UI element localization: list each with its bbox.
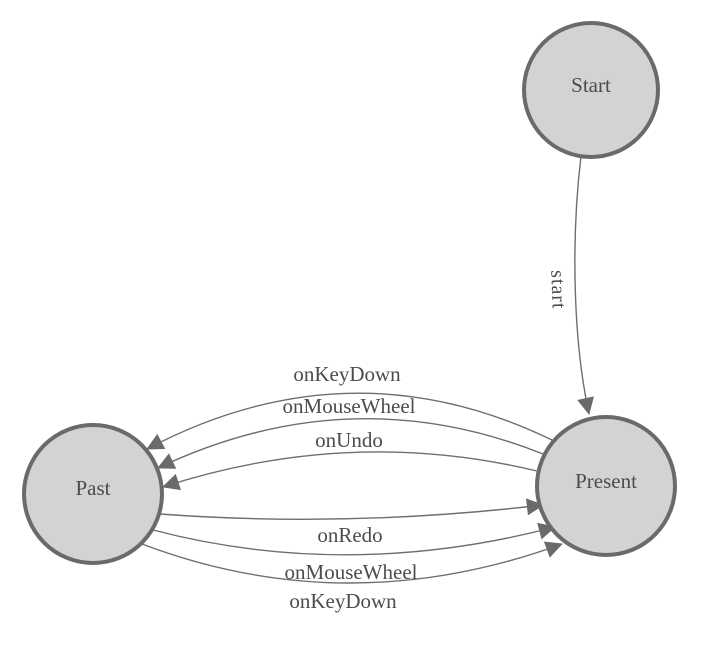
edge-label-onmousewheel-upper: onMouseWheel [283,394,416,418]
edge-label-onmousewheel-lower: onMouseWheel [285,560,418,584]
edge-label-onredo: onRedo [317,523,382,547]
edge-label-onkeydown-lower: onKeyDown [289,589,397,613]
edge-label-onundo: onUndo [315,428,383,452]
transition-present-to-past-onmousewheel[interactable] [157,418,544,469]
transition-past-to-present-onredo[interactable] [159,498,544,520]
state-node-start[interactable]: Start [522,21,660,159]
transition-start-to-present[interactable] [574,155,594,415]
state-circle-present[interactable] [535,415,677,557]
transition-present-to-past-onundo[interactable] [162,451,538,491]
transition-present-to-past-onkeydown[interactable] [146,392,553,450]
state-label-past: Past [75,476,110,500]
state-label-start: Start [571,73,611,97]
state-node-past[interactable]: Past [22,423,164,565]
transition-past-to-present-onkeydown[interactable] [141,541,563,584]
state-circle-past[interactable] [22,423,164,565]
state-label-present: Present [575,469,637,493]
transition-past-to-present-onmousewheel[interactable] [152,522,556,556]
state-circle-start[interactable] [522,21,660,159]
edge-label-start: start [546,270,569,310]
edge-label-onkeydown-upper: onKeyDown [293,362,401,386]
state-node-present[interactable]: Present [535,415,677,557]
